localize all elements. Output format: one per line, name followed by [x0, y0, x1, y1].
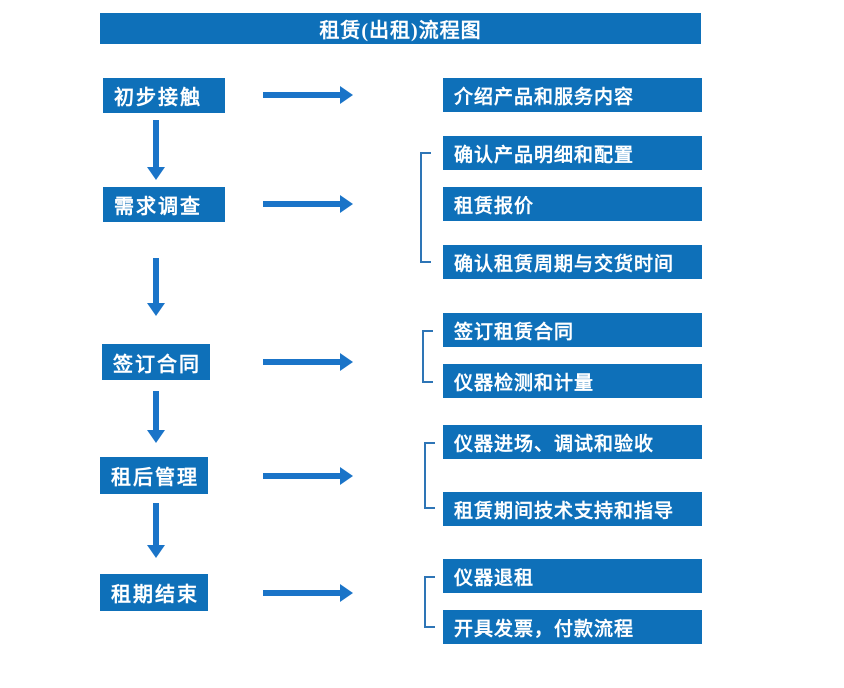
- arrow-shaft: [263, 590, 340, 596]
- arrow-head-icon: [340, 195, 353, 213]
- arrow-head-icon: [340, 467, 353, 485]
- detail-box-rental-quote: 租赁报价: [443, 187, 702, 221]
- arrow-head-icon: [147, 430, 165, 443]
- arrow-right-1: [263, 86, 353, 104]
- arrow-down-3: [147, 391, 165, 443]
- step-box-initial-contact: 初步接触: [103, 78, 225, 113]
- detail-box-instrument-return: 仪器退租: [443, 559, 702, 593]
- arrow-shaft: [153, 258, 159, 303]
- detail-box-invoice-payment: 开具发票，付款流程: [443, 610, 702, 644]
- arrow-down-4: [147, 503, 165, 558]
- flowchart-title: 租赁(出租)流程图: [100, 13, 701, 44]
- arrow-head-icon: [147, 545, 165, 558]
- step-box-sign-contract: 签订合同: [102, 344, 210, 380]
- step-box-post-rental-management: 租后管理: [100, 457, 208, 494]
- arrow-down-1: [147, 120, 165, 180]
- detail-box-introduce-products: 介绍产品和服务内容: [443, 78, 702, 112]
- detail-box-sign-rental-contract: 签订租赁合同: [443, 313, 702, 347]
- step-box-demand-survey: 需求调查: [103, 187, 225, 222]
- arrow-right-4: [263, 467, 353, 485]
- arrow-shaft: [153, 503, 159, 545]
- arrow-shaft: [263, 359, 340, 365]
- detail-box-tech-support: 租赁期间技术支持和指导: [443, 492, 702, 526]
- bracket-group-3: [422, 330, 433, 383]
- detail-box-confirm-rental-period: 确认租赁周期与交货时间: [443, 245, 702, 279]
- arrow-head-icon: [147, 167, 165, 180]
- bracket-group-5: [424, 576, 435, 628]
- arrow-head-icon: [340, 353, 353, 371]
- detail-box-confirm-product-details: 确认产品明细和配置: [443, 136, 702, 170]
- arrow-shaft: [153, 391, 159, 430]
- arrow-head-icon: [340, 584, 353, 602]
- detail-box-instrument-testing: 仪器检测和计量: [443, 364, 702, 398]
- step-box-rental-end: 租期结束: [100, 574, 208, 611]
- bracket-group-4: [424, 442, 435, 509]
- arrow-right-3: [263, 353, 353, 371]
- arrow-head-icon: [340, 86, 353, 104]
- bracket-group-2: [420, 152, 431, 263]
- arrow-right-2: [263, 195, 353, 213]
- arrow-head-icon: [147, 303, 165, 316]
- arrow-shaft: [263, 92, 340, 98]
- detail-box-instrument-setup: 仪器进场、调试和验收: [443, 425, 702, 459]
- arrow-shaft: [263, 473, 340, 479]
- arrow-shaft: [153, 120, 159, 167]
- arrow-shaft: [263, 201, 340, 207]
- arrow-down-2: [147, 258, 165, 316]
- arrow-right-5: [263, 584, 353, 602]
